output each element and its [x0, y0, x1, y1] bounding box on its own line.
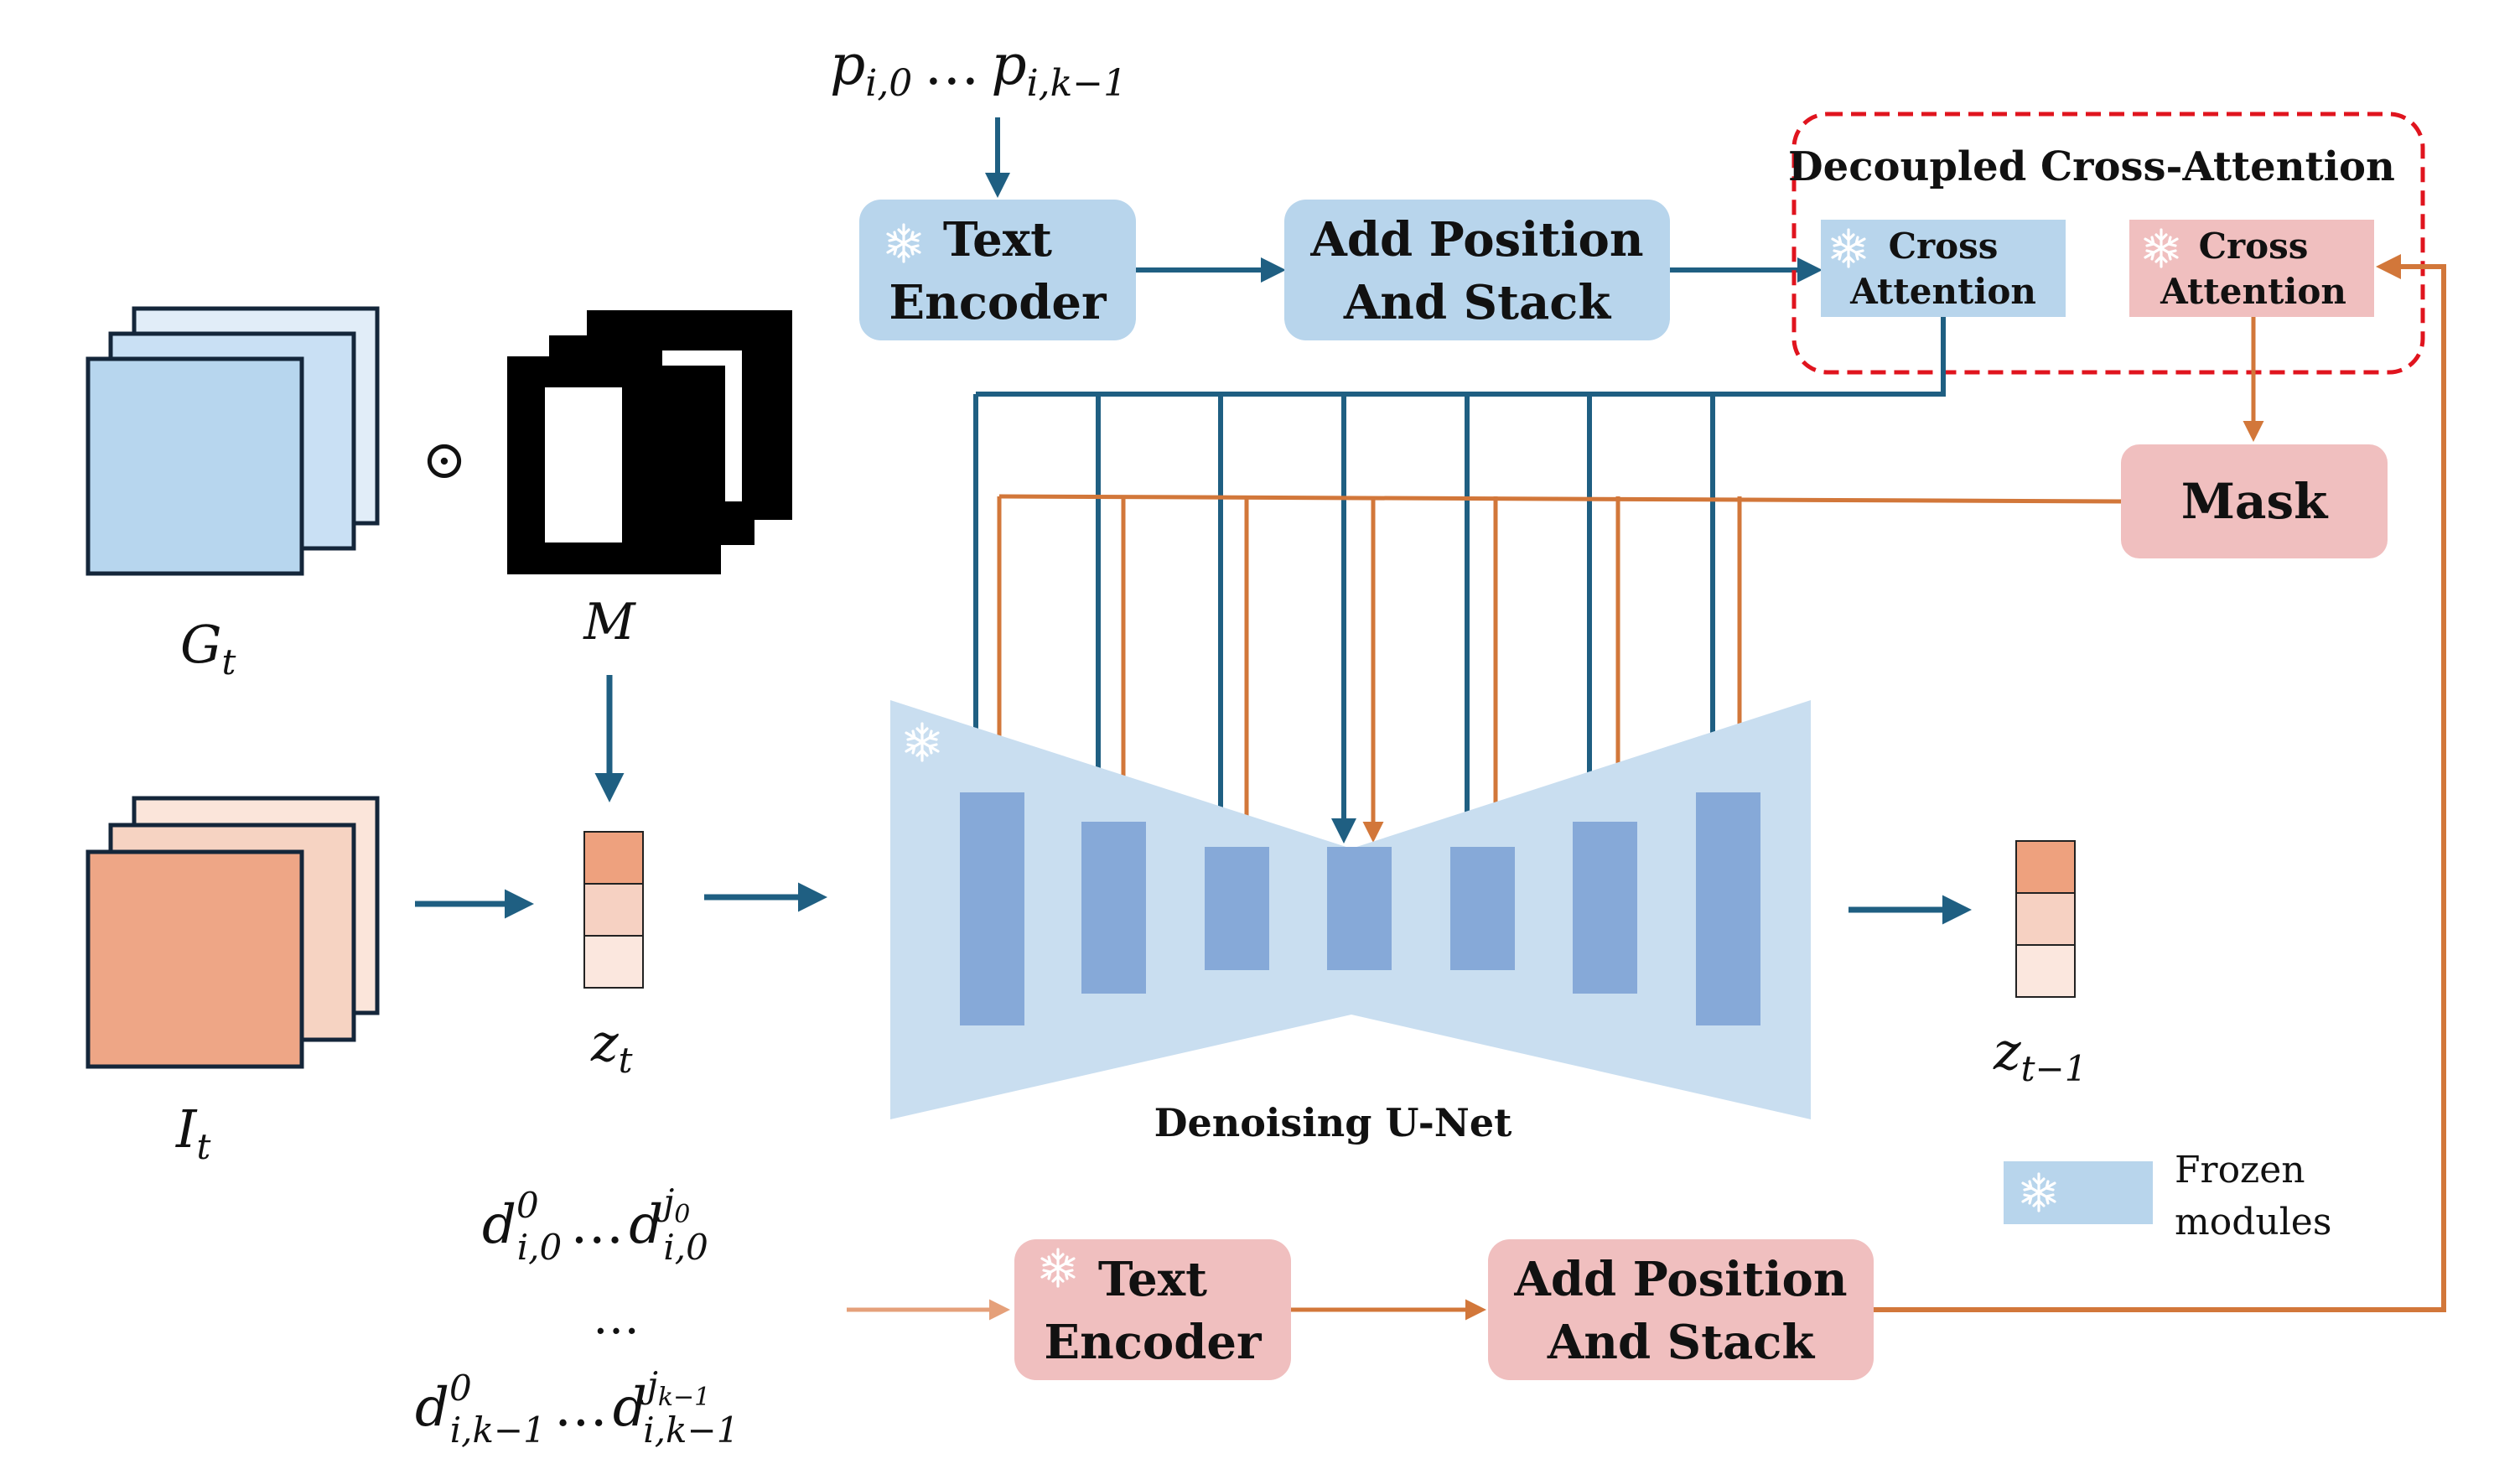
z-t-label: zt	[590, 1012, 633, 1081]
cross-attention-pink: Cross Attention	[2129, 220, 2374, 317]
text-encoder-bottom: Text Encoder	[1014, 1239, 1291, 1380]
arrow-position-to-pink-cross-attention	[1874, 254, 2446, 1312]
svg-text:Add Position: Add Position	[1309, 212, 1643, 267]
svg-text:Encoder: Encoder	[889, 275, 1107, 330]
add-position-bottom: Add Position And Stack	[1488, 1239, 1874, 1380]
cross-attention-blue: Cross Attention	[1821, 220, 2066, 317]
mask-box: Mask	[2121, 444, 2388, 558]
text-encoder-top: Text Encoder	[859, 200, 1136, 340]
svg-text:Text: Text	[1098, 1252, 1207, 1307]
denoising-unet	[890, 700, 1811, 1119]
latent-z-t	[583, 831, 644, 989]
g-t-label: Gt	[180, 614, 236, 683]
mask-m-stack	[507, 310, 792, 574]
svg-text:Cross: Cross	[1889, 226, 1999, 267]
unet-label: Denoising U-Net	[1154, 1100, 1512, 1145]
unet-block	[960, 792, 1024, 1025]
latent-z-t-minus-1	[2015, 840, 2076, 998]
z-t-minus-1-label: zt−1	[1993, 1020, 2087, 1089]
unet-block	[1327, 847, 1392, 970]
svg-text:Add Position: Add Position	[1513, 1252, 1847, 1307]
add-position-top: Add Position And Stack	[1284, 200, 1670, 340]
g-t-stack	[86, 306, 380, 576]
svg-text:And Stack: And Stack	[1547, 1315, 1816, 1370]
hadamard-symbol: ⊙	[422, 429, 467, 491]
svg-text:modules: modules	[2175, 1201, 2331, 1243]
svg-text:Attention: Attention	[2160, 271, 2346, 312]
svg-text:Text: Text	[943, 212, 1052, 267]
unet-block	[1205, 847, 1269, 970]
blue-feature-lines	[963, 317, 1946, 844]
unet-block	[1573, 822, 1637, 994]
orange-mask-lines	[988, 494, 2122, 843]
description-ellipsis: …	[593, 1290, 640, 1345]
svg-text:Encoder: Encoder	[1044, 1315, 1263, 1370]
svg-text:Mask: Mask	[2181, 473, 2329, 530]
svg-text:Cross: Cross	[2199, 226, 2309, 267]
legend-frozen-modules: Frozen modules	[2004, 1149, 2331, 1243]
unet-block	[1450, 847, 1515, 970]
decoupled-cross-attention-frame	[1791, 112, 2425, 375]
i-t-label: It	[175, 1098, 211, 1167]
unet-block	[1696, 792, 1760, 1025]
decoupled-title: Decoupled Cross-Attention	[1788, 143, 2395, 190]
text-prompt-inputs: pi,0…pi,k−1	[830, 33, 1127, 105]
svg-text:Attention: Attention	[1849, 271, 2036, 312]
i-t-stack	[86, 796, 380, 1069]
unet-block	[1081, 822, 1146, 994]
svg-text:Frozen: Frozen	[2175, 1149, 2305, 1191]
m-label: M	[583, 593, 636, 652]
svg-text:And Stack: And Stack	[1343, 275, 1612, 330]
